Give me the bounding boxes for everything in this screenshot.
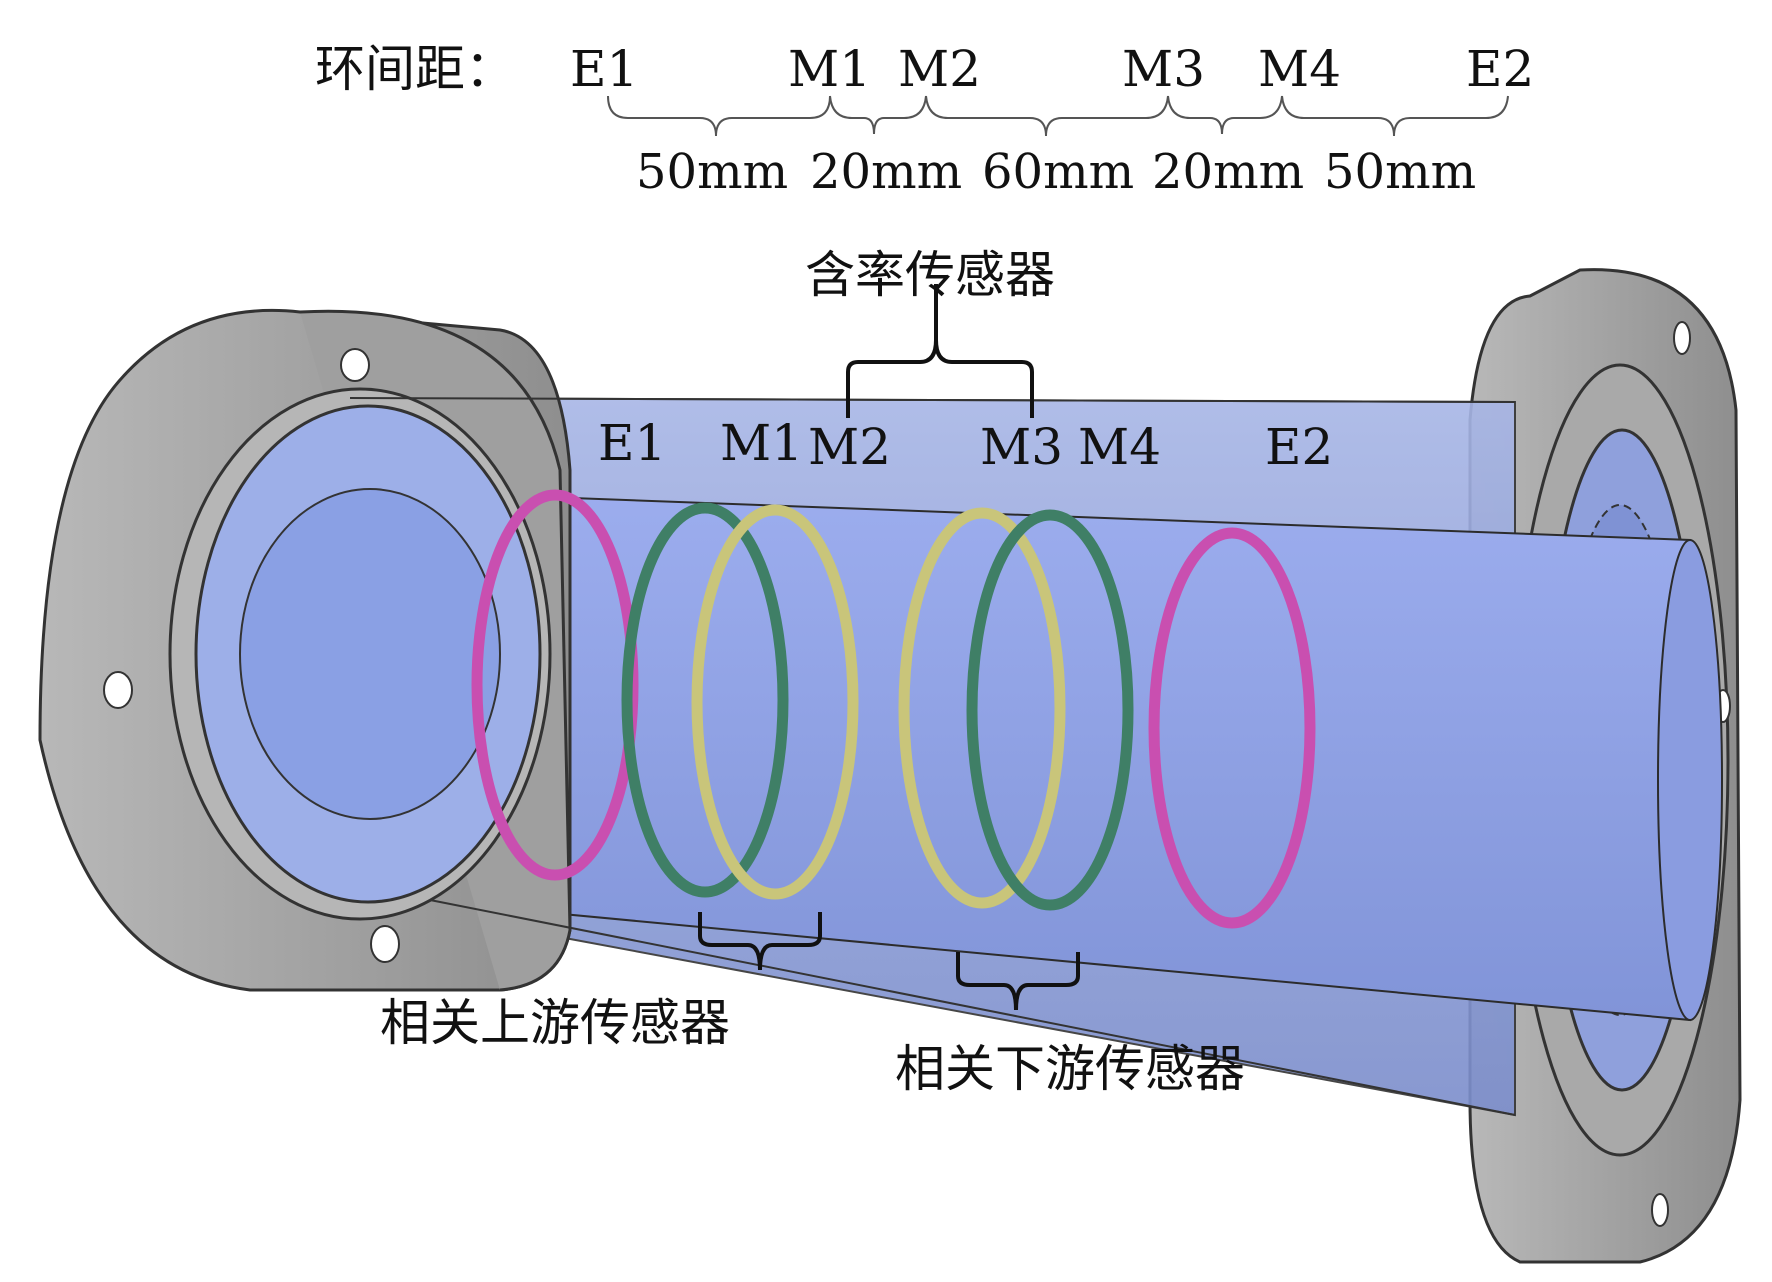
upstream-sensor-label: 相关上游传感器 — [380, 994, 730, 1052]
scale-label-e2: E2 — [1466, 40, 1534, 98]
left-flange — [38, 308, 572, 992]
holdup-brace — [846, 284, 1034, 418]
ring-m2 — [691, 504, 859, 900]
pipe-assembly: E1 M1 M2 M3 M4 E2 含率传感器 相关上游传感器 相关下游传感器 — [38, 246, 1742, 1264]
spacing-title: 环间距： — [315, 40, 515, 98]
spacing-scale: 环间距： E1 M1 M2 M3 M4 E2 50mm 20mm 60mm 20… — [315, 40, 1534, 200]
ring-m3 — [898, 507, 1066, 909]
downstream-brace — [956, 952, 1080, 1011]
ring-m4 — [966, 509, 1134, 911]
downstream-sensor-label: 相关下游传感器 — [895, 1040, 1245, 1098]
ring-e2 — [1148, 527, 1316, 929]
scale-label-e1: E1 — [570, 40, 638, 98]
holdup-sensor-label: 含率传感器 — [805, 246, 1055, 304]
gap-m1-m2: 20mm — [810, 144, 962, 200]
sensor-rings — [471, 489, 1316, 929]
scale-label-m3: M3 — [1122, 40, 1205, 98]
gap-m2-m3: 60mm — [982, 144, 1134, 200]
ring-label-e2: E2 — [1265, 418, 1333, 476]
gap-m4-e2: 50mm — [1324, 144, 1476, 200]
ring-label-m2: M2 — [808, 418, 891, 476]
ring-m1 — [621, 502, 789, 898]
ring-label-m3: M3 — [980, 418, 1063, 476]
scale-label-m4: M4 — [1258, 40, 1341, 98]
upstream-brace — [698, 912, 822, 971]
ring-label-e1: E1 — [598, 414, 666, 472]
ring-label-m1: M1 — [720, 414, 803, 472]
scale-label-m2: M2 — [898, 40, 981, 98]
gap-e1-m1: 50mm — [636, 144, 788, 200]
scale-braces — [607, 95, 1509, 137]
ring-e1 — [471, 489, 639, 881]
gap-m3-m4: 20mm — [1152, 144, 1304, 200]
ring-label-m4: M4 — [1078, 418, 1161, 476]
scale-label-m1: M1 — [788, 40, 871, 98]
